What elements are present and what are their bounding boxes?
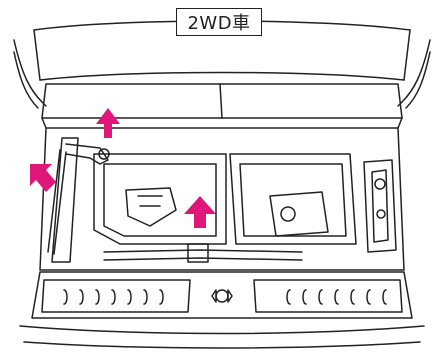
right-box-outline [230, 154, 356, 244]
variant-label-text: 2WD車 [187, 9, 250, 35]
upper-trim-2 [40, 73, 404, 81]
jack-body [126, 188, 176, 226]
right-tool-holder-inner [372, 170, 388, 242]
remove-arrow-left [30, 164, 56, 192]
latch-wings [212, 290, 232, 302]
upper-trim-3 [34, 30, 40, 80]
bumper-lower-2 [24, 342, 420, 348]
deck-board-split [220, 84, 222, 118]
upper-trim-4 [404, 30, 410, 80]
floor-bar-2 [104, 258, 302, 260]
deck-board-edge [42, 118, 402, 128]
floor-bar [104, 250, 302, 252]
jack-detail [138, 196, 162, 206]
trim-ridges-right [287, 290, 386, 304]
remove-arrow-jack [184, 196, 216, 228]
right-tool-holder [364, 160, 396, 252]
latch-knob [216, 290, 228, 302]
bumper-lower [20, 326, 424, 334]
trim-ridges-left [64, 290, 163, 304]
rear-trim-left-panel [42, 280, 190, 312]
rear-trim-outer [32, 272, 412, 318]
tool-pouch-ring [281, 207, 295, 221]
right-tool-holder-hole-1 [375, 179, 385, 189]
floor-bar-clip [188, 244, 208, 262]
tool-pouch [270, 192, 328, 236]
remove-arrow-handle [96, 108, 120, 138]
right-tool-holder-hole-2 [377, 210, 385, 218]
variant-label: 2WD車 [176, 8, 262, 36]
rear-trim-right-panel [254, 280, 402, 312]
right-box-inner [240, 164, 346, 236]
